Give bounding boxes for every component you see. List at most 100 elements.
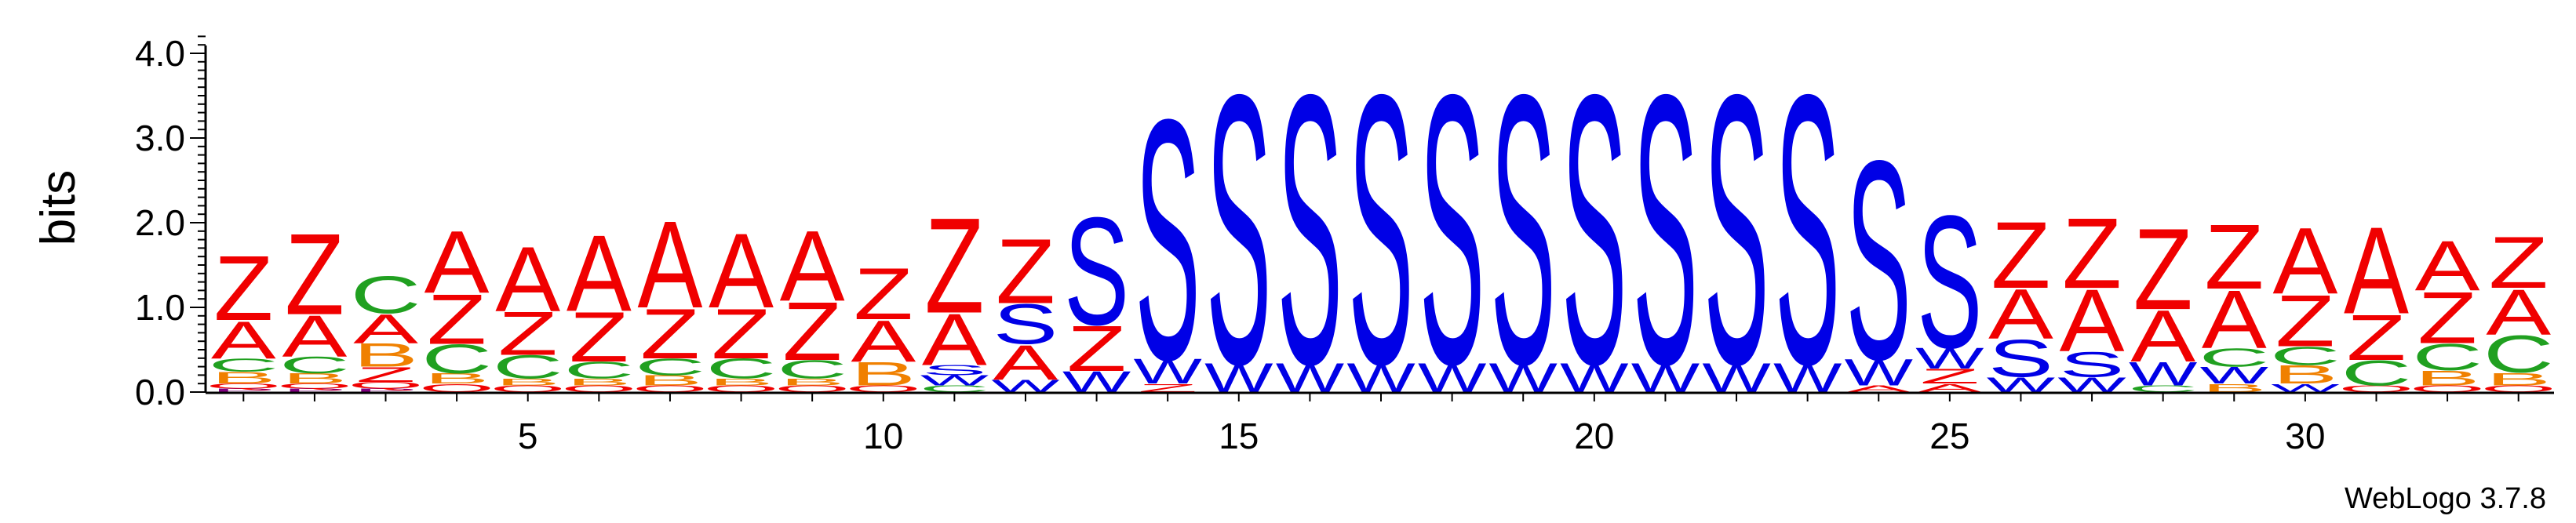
logo-letter-Z: Z [427, 281, 486, 360]
logo-letter-C: C [2199, 343, 2269, 372]
logo-column: WS [1560, 14, 1628, 444]
logo-letter-A: A [1917, 381, 1982, 394]
logo-column: WS [1276, 14, 1344, 444]
logo-letter-A: A [1846, 383, 1911, 394]
logo-letter-Z: Z [356, 363, 416, 387]
logo-letter-C: C [635, 354, 705, 380]
logo-letter-Z: Z [2204, 205, 2264, 308]
logo-letter-S: S [1704, 14, 1769, 444]
logo-letter-C: C [2270, 342, 2341, 371]
logo-letter-S: S [1491, 14, 1556, 444]
logo-letter-Q: Q [206, 382, 282, 390]
logo-letter-W: W [2129, 356, 2197, 393]
logo-column: AWS [1845, 102, 1914, 419]
x-tick-label: 30 [2285, 416, 2325, 456]
logo-letter-Z: Z [1138, 381, 1197, 394]
logo-letter-S: S [1633, 14, 1698, 444]
logo-letter-S: S [1846, 102, 1911, 419]
y-axis: 0.01.02.03.04.0 [135, 33, 207, 412]
logo-letter-A: A [638, 196, 703, 335]
logo-letter-Z: Z [1991, 202, 2051, 308]
logo-letter-B: B [2202, 381, 2267, 394]
logo-letter-Q: Q [561, 383, 637, 394]
x-tick-label: 25 [1929, 416, 1969, 456]
logo-letter-B: B [353, 336, 418, 373]
logo-letter-A: A [2130, 296, 2196, 378]
logo-letter-B: B [211, 369, 276, 387]
logo-letter-S: S [922, 362, 987, 378]
logo-letter-Z: Z [640, 295, 700, 374]
logo-letter-C: C [563, 358, 634, 384]
logo-letter-Z: Z [996, 220, 1055, 323]
logo-letter-S: S [1064, 185, 1129, 358]
logo-letter-Q: Q [845, 383, 921, 394]
logo-letter-B: B [638, 372, 703, 388]
logo-letter-C: C [279, 352, 350, 379]
logo-letter-A: A [2344, 202, 2409, 340]
plot-area: PQBCAZPQBCAZPQZBACQBCZAQBCZAQBCZAQBCZAQB… [206, 14, 2556, 444]
logo-letter-S: S [1917, 176, 1982, 387]
logo-letter-B: B [2486, 369, 2551, 389]
logo-letter-Z: Z [569, 298, 629, 377]
logo-column: WZS [1062, 185, 1131, 398]
x-tick-label: 5 [518, 416, 538, 456]
y-tick-label: 1.0 [135, 287, 185, 328]
logo-letter-S: S [1206, 14, 1271, 444]
y-tick-label: 3.0 [135, 118, 185, 158]
logo-letter-C: C [2128, 383, 2199, 394]
logo-letter-B: B [567, 376, 632, 387]
logo-letter-Z: Z [2347, 301, 2407, 374]
logo-letter-C: C [2412, 336, 2483, 378]
logo-letter-Z: Z [854, 253, 913, 336]
logo-letter-C: C [351, 266, 421, 325]
logo-letter-B: B [424, 371, 490, 387]
logo-column: WS [1702, 14, 1770, 444]
y-tick-label: 0.0 [135, 372, 185, 412]
logo-column: ZWS [1134, 49, 1203, 431]
logo-letter-A: A [282, 303, 347, 369]
logo-letter-S: S [1561, 14, 1627, 444]
logo-letter-B: B [851, 355, 916, 392]
logo-letter-W: W [920, 372, 989, 388]
logo-letter-Q: Q [348, 380, 424, 391]
logo-letter-C: C [706, 353, 777, 384]
logo-letter-B: B [282, 371, 347, 387]
logo-column: WS [1631, 14, 1700, 444]
logo-letter-S: S [1988, 329, 2053, 389]
credit-label: WebLogo 3.7.8 [2345, 482, 2546, 515]
logo-letter-C: C [2483, 325, 2554, 384]
logo-letter-A: A [353, 306, 418, 352]
logo-letter-A: A [495, 227, 560, 330]
logo-letter-S: S [2060, 344, 2125, 384]
logo-letter-S: S [1277, 14, 1343, 444]
logo-letter-Q: Q [632, 383, 709, 394]
logo-letter-A: A [2486, 276, 2552, 349]
logo-letter-C: C [208, 354, 279, 376]
logo-letter-A: A [211, 311, 276, 370]
y-tick-label: 4.0 [135, 33, 185, 74]
logo-letter-Q: Q [419, 381, 495, 394]
logo-letter-P: P [353, 388, 418, 394]
logo-letter-Q: Q [774, 383, 851, 394]
logo-letter-A: A [2272, 208, 2337, 314]
logo-letter-A: A [2060, 271, 2126, 371]
logo-letter-S: S [1349, 14, 1414, 444]
logo-letter-Z: Z [1067, 312, 1127, 385]
logo-letter-Z: Z [2275, 280, 2335, 362]
